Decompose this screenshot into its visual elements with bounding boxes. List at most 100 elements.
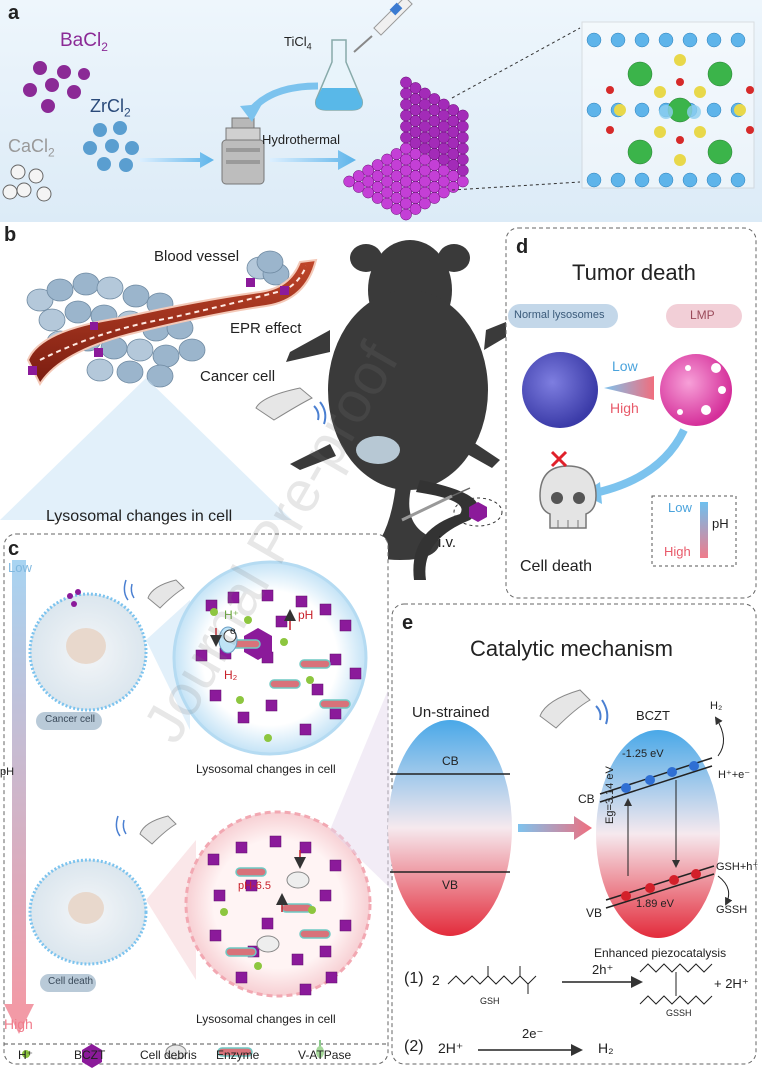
h-e-label: H⁺+e⁻: [718, 769, 751, 781]
c-high-label: High: [4, 1016, 33, 1032]
d-high-label: High: [610, 400, 639, 416]
eq1-coefficient: 2: [432, 972, 440, 988]
legend-debris-label: Cell debris: [140, 1048, 197, 1062]
ph-legend-box: [651, 495, 737, 567]
tumor-zoom-cone: [0, 378, 292, 520]
legend-debris-icon: [165, 1044, 187, 1060]
eq1-plus-label: + 2H⁺: [714, 976, 749, 991]
eq1-gsh-label: GSH: [480, 996, 500, 1006]
ultrasound-probe-c2-icon: [115, 815, 177, 845]
syringe-icon: [401, 487, 471, 522]
mouse-tumor: [356, 436, 400, 464]
normal-lysosomes-badge: [508, 304, 618, 328]
cb-energy-label: -1.25 eV: [622, 748, 664, 760]
bubble-electron-label: e: [230, 626, 236, 637]
bubble-ph65-label: pH-6.5: [238, 880, 272, 892]
legend-vatpase-label: V-ATPase: [298, 1048, 352, 1062]
cell-death-badge-label: Cell death: [48, 976, 94, 987]
ticl4-label: TiCl4: [284, 34, 312, 52]
hydrothermal-label: Hydrothermal: [262, 132, 341, 147]
gsh-structure: [447, 966, 537, 994]
unstrained-label: Un-strained: [412, 704, 490, 721]
eq1-gssh-label: GSSH: [666, 1008, 692, 1018]
iv-inset-circle: [453, 497, 503, 527]
unstrained-cb-label: CB: [442, 754, 459, 768]
panel-label-c: c: [8, 538, 20, 560]
bczt-label: BCZT: [636, 708, 670, 723]
bczt-nanocube: [343, 76, 469, 221]
gsh-oxidation-arrow: [717, 875, 733, 906]
lmp-badge: [666, 304, 742, 328]
lmp-holes: [677, 363, 726, 415]
bacl2-label: BaCl2: [60, 30, 108, 54]
iv-label: i.v.: [438, 534, 457, 551]
legend-vatpase-icon: [316, 1040, 324, 1058]
gssh-product-label: GSSH: [716, 904, 748, 916]
ultrasound-probe-e-icon: [539, 689, 609, 729]
c-low-label: Low: [8, 560, 32, 575]
skull-icon: [539, 465, 597, 529]
uptake-nanoparticles: [67, 589, 81, 607]
panel-label-a: a: [8, 2, 20, 24]
legend-bczt-icon: [82, 1044, 102, 1068]
unstrained-vb-label: VB: [442, 878, 459, 892]
eq1-number: (1): [404, 970, 424, 987]
bubble-h2-label: H₂: [224, 668, 238, 682]
h2-evolution-arrow: [714, 716, 724, 757]
cacl2-particles: [2, 164, 52, 202]
ultrasound-probe-c1-icon: [123, 579, 185, 609]
zrcl2-particles: [83, 121, 139, 172]
eq2-arrow-label: 2e⁻: [522, 1026, 544, 1041]
h2-product-label: H₂: [710, 700, 723, 712]
low-high-wedge: [604, 376, 654, 400]
arrow-to-cell-death: [589, 428, 688, 498]
legend-bczt-label: BCZT: [74, 1048, 106, 1062]
cancer-cell-badge: [36, 712, 102, 730]
iv-nanoparticle: [469, 502, 487, 522]
bczt-vb-label: VB: [586, 906, 603, 920]
zrcl2-label: ZrCl2: [90, 96, 131, 120]
catalytic-mechanism-title: Catalytic mechanism: [470, 636, 673, 661]
vessel-nanoparticles: [28, 278, 289, 375]
ultrasound-probe-icon: [255, 387, 327, 425]
bubble-hplus-label: H⁺: [224, 608, 239, 622]
hydrothermal-arrow: [270, 150, 356, 170]
cancer-cell-badge-label: Cancer cell: [45, 714, 96, 725]
normal-lysosomes-label: Normal lysosomes: [514, 309, 605, 321]
panel-label-b: b: [4, 224, 17, 246]
ph-gradient-arrowhead: [4, 1004, 34, 1034]
d-low-label: Low: [612, 358, 638, 374]
vessel-wall: [39, 265, 307, 361]
c-ph-label: pH: [0, 766, 15, 778]
legend-hplus-label: H⁺: [18, 1048, 33, 1062]
eq2-number: (2): [404, 1038, 424, 1055]
gssh-structure: [639, 963, 713, 1005]
lysosomal-top-label: Lysosomal changes in cell: [196, 762, 336, 776]
ph-legend-bar: [700, 502, 708, 558]
panel-label-e: e: [402, 612, 414, 634]
legend-low-label: Low: [668, 500, 692, 515]
cancer-cell-label: Cancer cell: [200, 368, 276, 385]
zoom-line-top: [451, 27, 581, 99]
crystal-structure: [581, 21, 755, 189]
bczt-cb-label: CB: [578, 792, 595, 806]
eq1-arrow-label: 2h⁺: [592, 962, 614, 977]
legend-enzyme-label: Enzyme: [216, 1048, 260, 1062]
legend-high-label: High: [664, 544, 691, 559]
lmp-label: LMP: [690, 308, 715, 322]
cell-death-badge: [40, 974, 96, 992]
bacl2-particles: [23, 61, 90, 113]
electrons: [621, 761, 699, 793]
arrow-to-autoclave: [140, 152, 214, 168]
legend-hplus-icon: [22, 1050, 30, 1058]
cell-death-d-label: Cell death: [520, 558, 593, 575]
bubble-ph-up-label: pH: [298, 608, 314, 622]
legend-ph-label: pH: [712, 516, 729, 531]
strain-arrow: [518, 816, 592, 840]
gsh-h-label: GSH+h⁺: [716, 861, 759, 873]
bandgap-label: Eg=3.14 eV: [604, 766, 616, 824]
panel-label-d: d: [516, 236, 529, 258]
vb-energy-label: 1.89 eV: [636, 898, 674, 910]
normal-lysosome: [522, 352, 598, 428]
